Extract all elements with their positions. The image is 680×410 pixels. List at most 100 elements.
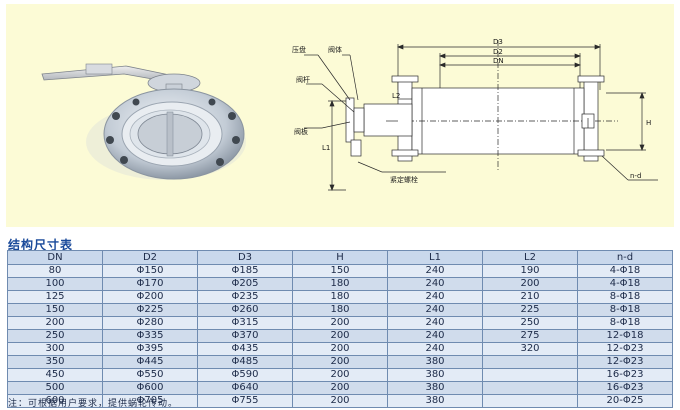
label-pressure-plate: 压盘: [292, 45, 306, 54]
label-valve-body: 阀体: [328, 45, 342, 54]
table-cell: 4-Φ18: [577, 264, 673, 278]
table-cell: 8-Φ18: [577, 316, 673, 330]
column-header: H: [292, 250, 388, 265]
table-cell: 12-Φ18: [577, 329, 673, 343]
column-header: D2: [102, 250, 198, 265]
table-cell: 240: [387, 264, 483, 278]
table-title: 结构尺寸表: [8, 238, 74, 252]
table-cell: Φ370: [197, 329, 293, 343]
table-cell: 125: [7, 290, 103, 304]
table-cell: Φ315: [197, 316, 293, 330]
table-cell: 200: [292, 355, 388, 369]
drawing-labels: 压盘 阀体 阀杆 阀板 紧定螺栓 D3 D2 DN L2 L1 H n-d: [292, 38, 651, 184]
table-cell: Φ185: [197, 264, 293, 278]
table-cell: 320: [482, 342, 578, 356]
illustration-panel: 压盘 阀体 阀杆 阀板 紧定螺栓 D3 D2 DN L2 L1 H n-d: [6, 4, 674, 227]
table-cell: 500: [7, 381, 103, 395]
table-cell: 16-Φ23: [577, 381, 673, 395]
table-cell: 200: [292, 394, 388, 408]
table-cell: Φ280: [102, 316, 198, 330]
table-cell: 240: [387, 303, 483, 317]
table-cell: 450: [7, 368, 103, 382]
dim-l2: L2: [392, 92, 400, 100]
table-cell: 200: [292, 342, 388, 356]
table-cell: [482, 355, 578, 369]
table-cell: [482, 394, 578, 408]
table-header-row: DN D2 D3 H L1 L2 n-d: [7, 250, 673, 265]
table-cell: Φ640: [197, 381, 293, 395]
table-cell: Φ590: [197, 368, 293, 382]
table-cell: 200: [7, 316, 103, 330]
table-cell: 600: [7, 394, 103, 408]
table-cell: 180: [292, 290, 388, 304]
table-cell: Φ335: [102, 329, 198, 343]
table-cell: Φ225: [102, 303, 198, 317]
table-cell: Φ485: [197, 355, 293, 369]
dim-l1: L1: [322, 144, 330, 152]
table-cell: Φ205: [197, 277, 293, 291]
table-cell: Φ170: [102, 277, 198, 291]
table-cell: Φ550: [102, 368, 198, 382]
table-cell: 380: [387, 355, 483, 369]
table-cell: 200: [292, 368, 388, 382]
table-cell: 240: [387, 329, 483, 343]
valve-diagram: 压盘 阀体 阀杆 阀板 紧定螺栓 D3 D2 DN L2 L1 H n-d: [41, 38, 658, 191]
dim-nd: n-d: [630, 172, 641, 180]
table-cell: 190: [482, 264, 578, 278]
table-cell: Φ150: [102, 264, 198, 278]
table-cell: 380: [387, 394, 483, 408]
table-cell: Φ600: [102, 381, 198, 395]
table-cell: Φ755: [197, 394, 293, 408]
footnote: 注：可根据用户要求，提供蜗轮传动。: [8, 399, 179, 409]
table-cell: [482, 368, 578, 382]
table-cell: 100: [7, 277, 103, 291]
table-cell: Φ445: [102, 355, 198, 369]
table-cell: 250: [482, 316, 578, 330]
table-cell: 380: [387, 381, 483, 395]
label-set-bolt: 紧定螺栓: [390, 175, 418, 184]
table-cell: 20-Φ25: [577, 394, 673, 408]
table-cell: 200: [292, 329, 388, 343]
table-cell: 275: [482, 329, 578, 343]
dim-dn: DN: [493, 57, 504, 65]
table-cell: 200: [292, 316, 388, 330]
table-cell: 240: [387, 342, 483, 356]
table-cell: 150: [7, 303, 103, 317]
table-cell: [482, 381, 578, 395]
column-header: L1: [387, 250, 483, 265]
table-cell: 300: [7, 342, 103, 356]
table-cell: 250: [7, 329, 103, 343]
column-header: n-d: [577, 250, 673, 265]
dim-d3: D3: [493, 38, 503, 46]
table-cell: 200: [292, 381, 388, 395]
table-cell: 150: [292, 264, 388, 278]
table-cell: 12-Φ23: [577, 342, 673, 356]
table-cell: 240: [387, 290, 483, 304]
table-cell: 225: [482, 303, 578, 317]
table-cell: Φ395: [102, 342, 198, 356]
table-cell: 4-Φ18: [577, 277, 673, 291]
table-cell: 8-Φ18: [577, 290, 673, 304]
table-cell: 350: [7, 355, 103, 369]
column-header: D3: [197, 250, 293, 265]
label-valve-stem: 阀杆: [296, 75, 310, 84]
table-cell: 16-Φ23: [577, 368, 673, 382]
table-cell: Φ260: [197, 303, 293, 317]
valve-photo: [41, 63, 246, 180]
table-cell: 240: [387, 277, 483, 291]
label-valve-plate: 阀板: [294, 127, 308, 136]
table-cell: Φ705: [102, 394, 198, 408]
dim-h: H: [646, 119, 651, 127]
table-cell: 210: [482, 290, 578, 304]
table-cell: 80: [7, 264, 103, 278]
